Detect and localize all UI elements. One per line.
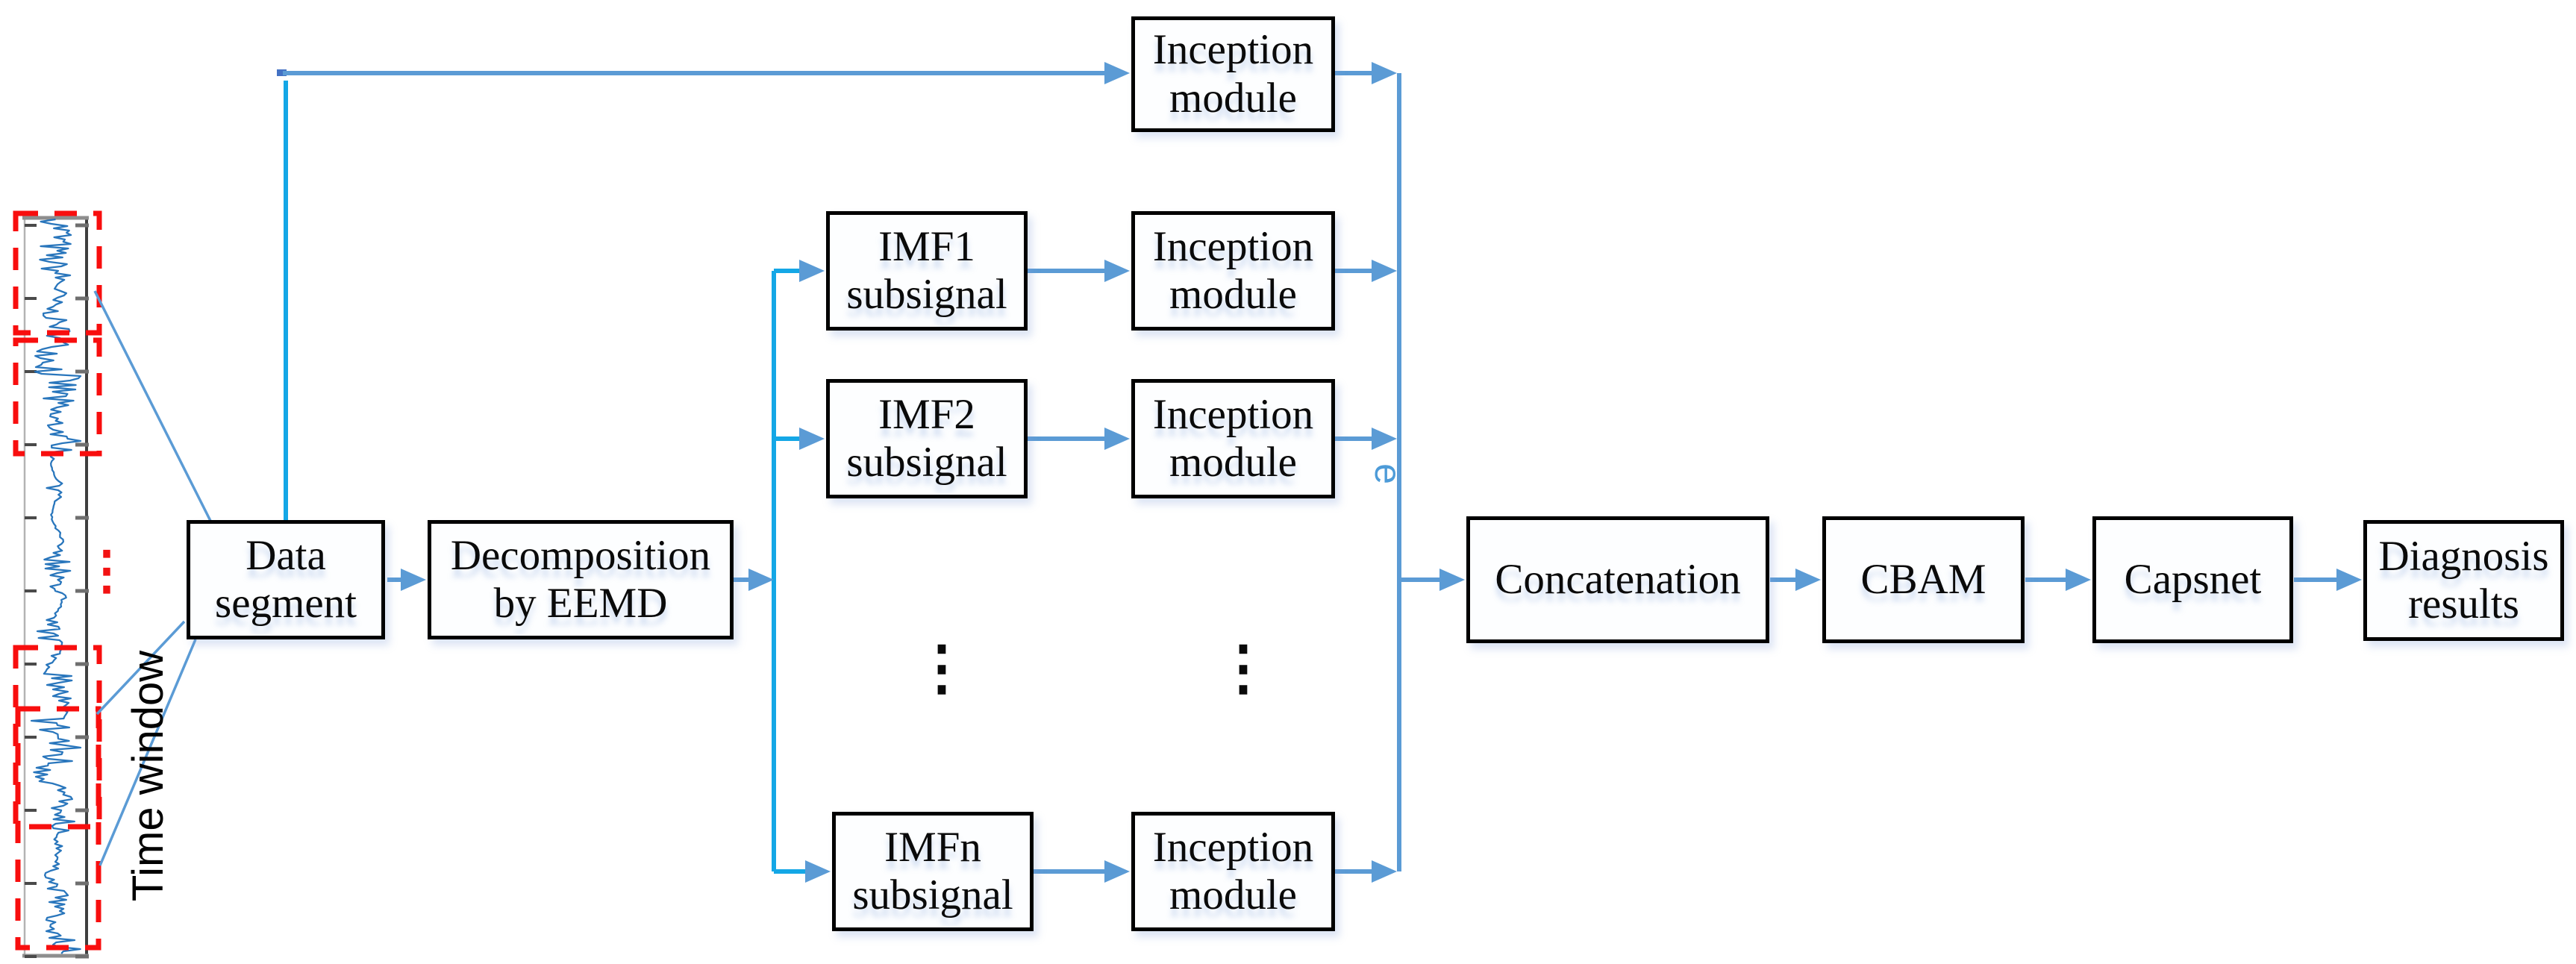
cbam-box: CBAM [1822,516,2025,643]
capsnet-label: Capsnet [2124,555,2262,603]
imfn-label-line2: subsignal [852,871,1013,918]
arrowhead-diagnosis [2336,569,2362,591]
arrowhead-collector-imfn [1372,860,1397,883]
inception-module-imfn-box: Inception module [1131,812,1335,931]
imf2-label-line1: IMF2 [878,390,975,438]
arrowhead-inception-imf2 [1104,428,1130,450]
imf1-label-line1: IMF1 [878,222,975,270]
arrowhead-spine [748,569,774,591]
time-window-rect-1 [13,210,102,336]
time-window-rect-2 [13,337,102,457]
inception-imfn-label-line2: module [1169,871,1297,918]
decomposition-label-line2: by EEMD [493,580,668,627]
arrowhead-collector-imf1 [1372,260,1397,282]
time-window-label: Time window [124,650,172,902]
inception-module-imf1-box: Inception module [1131,211,1335,331]
imfn-label-line1: IMFn [884,823,981,871]
inception-top-label-line2: module [1169,74,1297,122]
imfn-subsignal-box: IMFn subsignal [832,812,1034,931]
diagnosis-label-line1: Diagnosis [2378,532,2549,580]
imf-column-ellipsis: ⋮ [912,636,972,701]
concatenation-label: Concatenation [1495,555,1741,603]
arrowhead-concatenation [1439,569,1465,591]
inception-module-imf2-box: Inception module [1131,379,1335,498]
imf2-subsignal-box: IMF2 subsignal [826,379,1028,498]
elbow-nub [277,69,287,76]
diagnosis-results-box: Diagnosis results [2363,520,2564,641]
imf2-label-line2: subsignal [846,439,1007,486]
arrowhead-cbam [1795,569,1821,591]
arrowhead-collector-top [1372,62,1397,84]
cbam-label: CBAM [1860,555,1986,603]
inception-imf2-label-line2: module [1169,439,1297,486]
decomposition-label-line1: Decomposition [450,531,711,579]
time-window-rect-3 [13,645,102,830]
data-segment-label-line1: Data [246,531,326,579]
arrowhead-capsnet [2066,569,2091,591]
signal-gap-ellipsis: ⋮ [81,542,133,600]
data-segment-box: Data segment [187,520,385,639]
data-segment-label-line2: segment [215,580,357,627]
inception-top-label-line1: Inception [1152,26,1314,74]
imf1-label-line2: subsignal [846,271,1007,318]
leader-data-segment-to-window-bottom1 [96,620,186,716]
decomposition-eemd-box: Decomposition by EEMD [428,520,734,639]
inception-column-ellipsis: ⋮ [1213,636,1273,701]
inception-imfn-label-line1: Inception [1152,823,1314,871]
leader-data-segment-to-window-bottom2 [99,639,197,866]
arrowhead-top-inception [1104,62,1130,84]
concatenation-box: Concatenation [1466,516,1769,643]
vibration-signal-waveform [30,218,82,954]
arrowhead-inception-imfn [1104,860,1130,883]
arrowhead-imf1 [799,260,825,282]
time-window-rect-4 [15,706,101,951]
arrowhead-decomposition [401,569,426,591]
imf1-subsignal-box: IMF1 subsignal [826,211,1028,331]
arrowhead-imf2 [799,428,825,450]
collector-edge-label: e [1366,463,1409,484]
arrowhead-collector-imf2 [1372,428,1397,450]
leader-window-top-to-data-segment [93,290,212,522]
inception-imf2-label-line1: Inception [1152,390,1314,438]
inception-module-top-box: Inception module [1131,16,1335,132]
inception-imf1-label-line1: Inception [1152,222,1314,270]
capsnet-box: Capsnet [2092,516,2293,643]
arrowhead-inception-imf1 [1104,260,1130,282]
arrowhead-imfn [805,860,831,883]
inception-imf1-label-line2: module [1169,271,1297,318]
diagnosis-label-line2: results [2408,580,2519,627]
